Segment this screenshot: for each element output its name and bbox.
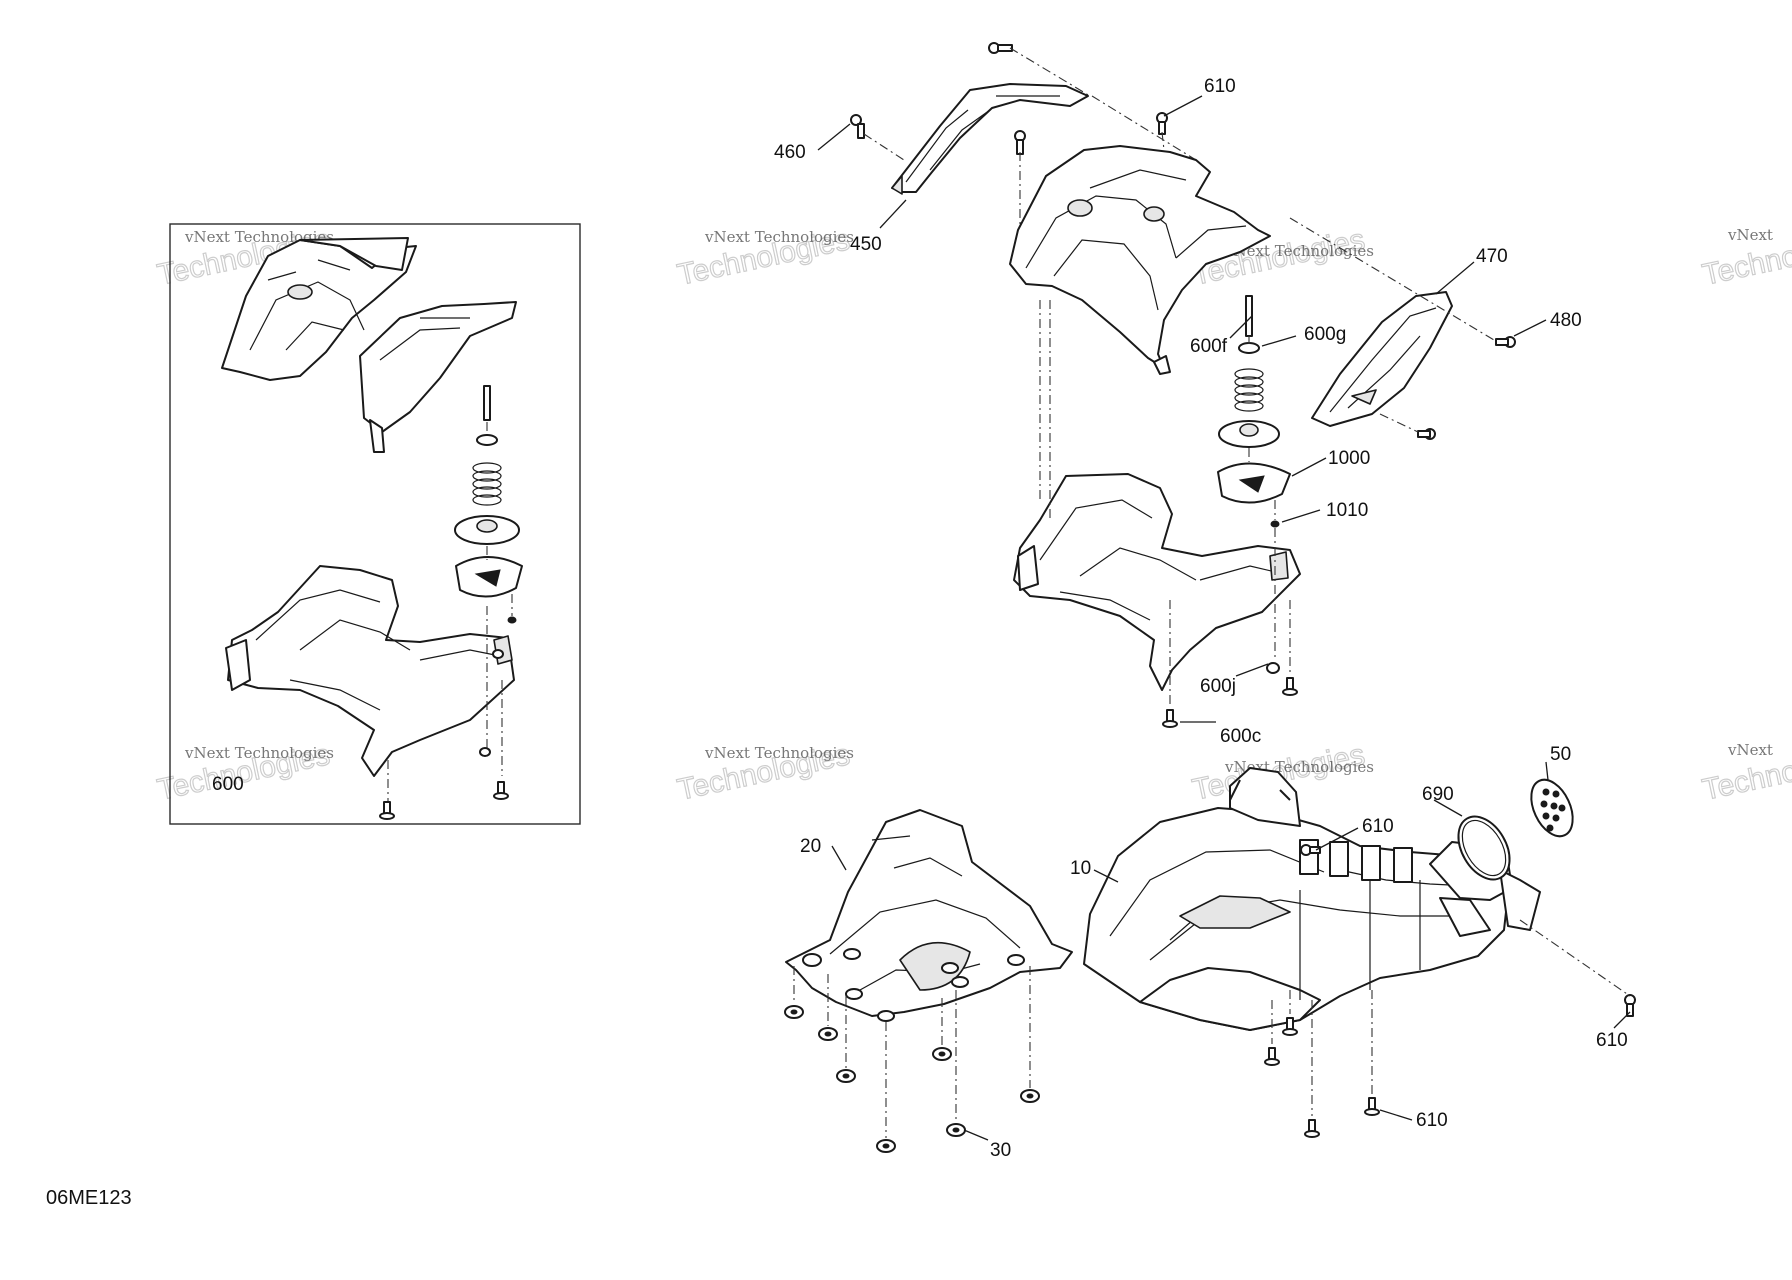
- callout-610-bottom: 610: [1416, 1110, 1448, 1131]
- callout-690: 690: [1422, 784, 1454, 805]
- callout-610-mid: 610: [1362, 816, 1394, 837]
- callout-1000: 1000: [1328, 448, 1370, 469]
- leader-lines: [817, 95, 1631, 1141]
- screw-group-top: [850, 42, 1168, 155]
- inset-upper-console: [221, 237, 517, 453]
- watermark-small: vNext Technologies: [704, 744, 854, 762]
- mount-stack: [1217, 295, 1291, 528]
- grommet-set: [784, 1005, 1040, 1153]
- inset-frame: [169, 223, 581, 825]
- callout-450: 450: [850, 234, 882, 255]
- callout-600f: 600f: [1190, 336, 1228, 357]
- callout-480: 480: [1550, 310, 1582, 331]
- inset-lower-tray: [225, 565, 515, 777]
- watermark-small: vNext: [1727, 741, 1773, 759]
- callout-50: 50: [1550, 744, 1571, 765]
- watermark-small: vNext Technologies: [184, 744, 334, 762]
- watermark-small: vNext Technologies: [1224, 242, 1374, 260]
- callout-610-top: 610: [1204, 76, 1236, 97]
- callout-30: 30: [990, 1140, 1011, 1161]
- watermark-small: vNext: [1727, 226, 1773, 244]
- part-450-bracket: [891, 83, 1089, 195]
- callout-600: 600: [212, 774, 244, 795]
- part-10-airbox: [1083, 767, 1541, 1031]
- lower-tray: [1013, 473, 1301, 691]
- watermark-small: vNext Technologies: [704, 228, 854, 246]
- callout-labels: 610 460 450 470 480 600f 600g 1000 1010 …: [774, 76, 1628, 1161]
- callout-20: 20: [800, 836, 821, 857]
- part-20-shield: [785, 809, 1073, 1022]
- callout-10: 10: [1070, 858, 1091, 879]
- callout-600c: 600c: [1220, 726, 1261, 747]
- upper-console: [1009, 145, 1271, 375]
- callout-460: 460: [774, 142, 806, 163]
- part-470-panel: [1311, 291, 1516, 440]
- part-690-clamp: [1457, 815, 1511, 881]
- drawing-id: 06ME123: [46, 1187, 132, 1209]
- callout-600j: 600j: [1200, 676, 1236, 697]
- callout-600g: 600g: [1304, 324, 1346, 345]
- callout-1010: 1010: [1326, 500, 1368, 521]
- airbox-fasteners: [1264, 844, 1636, 1138]
- callout-610-right: 610: [1596, 1030, 1628, 1051]
- inset-fasteners: [379, 422, 513, 820]
- inset-mount-stack: [454, 385, 523, 624]
- tray-fasteners: [1162, 662, 1298, 728]
- callout-470: 470: [1476, 246, 1508, 267]
- part-50-screen: [1530, 778, 1574, 838]
